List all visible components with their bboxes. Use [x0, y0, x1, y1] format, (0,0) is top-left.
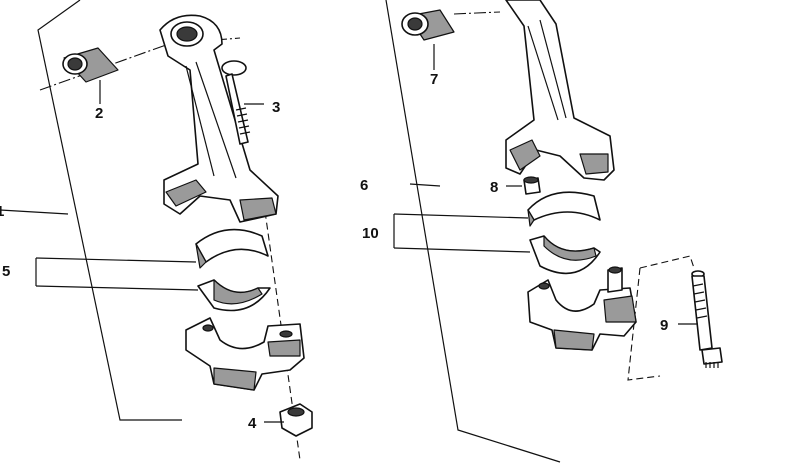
left-assembly	[0, 0, 313, 461]
bearing-shell-lower	[197, 279, 271, 312]
callout-2: 2	[95, 105, 103, 122]
callout-3: 3	[272, 99, 280, 116]
connecting-rod-right	[505, 0, 615, 181]
callout-9: 9	[660, 317, 668, 334]
connecting-rod	[159, 14, 279, 223]
bearing-shell-upper	[195, 228, 269, 269]
right-assembly	[385, 0, 723, 463]
bolt-part-right	[691, 270, 723, 368]
left-panel-outline	[37, 0, 182, 421]
callout-1: 1	[0, 203, 4, 220]
bushing-part	[62, 47, 119, 83]
rod-cap	[185, 317, 305, 391]
bearing-shell-upper-right	[527, 191, 601, 227]
dowel-part	[523, 176, 541, 195]
left-center-line	[39, 39, 181, 91]
callout-7: 7	[430, 71, 438, 88]
nut-part	[279, 403, 313, 437]
right-panel-outline	[385, 0, 561, 463]
bearing-shell-lower-right	[529, 235, 601, 275]
callout-5: 5	[2, 263, 10, 280]
bolt-part	[221, 60, 251, 145]
bushing-part-right	[401, 9, 455, 41]
rod-cap-right	[527, 266, 637, 351]
callout-8: 8	[490, 179, 498, 196]
callout-10: 10	[362, 225, 379, 242]
callout-4: 4	[248, 415, 257, 432]
callout-6: 6	[360, 177, 368, 194]
